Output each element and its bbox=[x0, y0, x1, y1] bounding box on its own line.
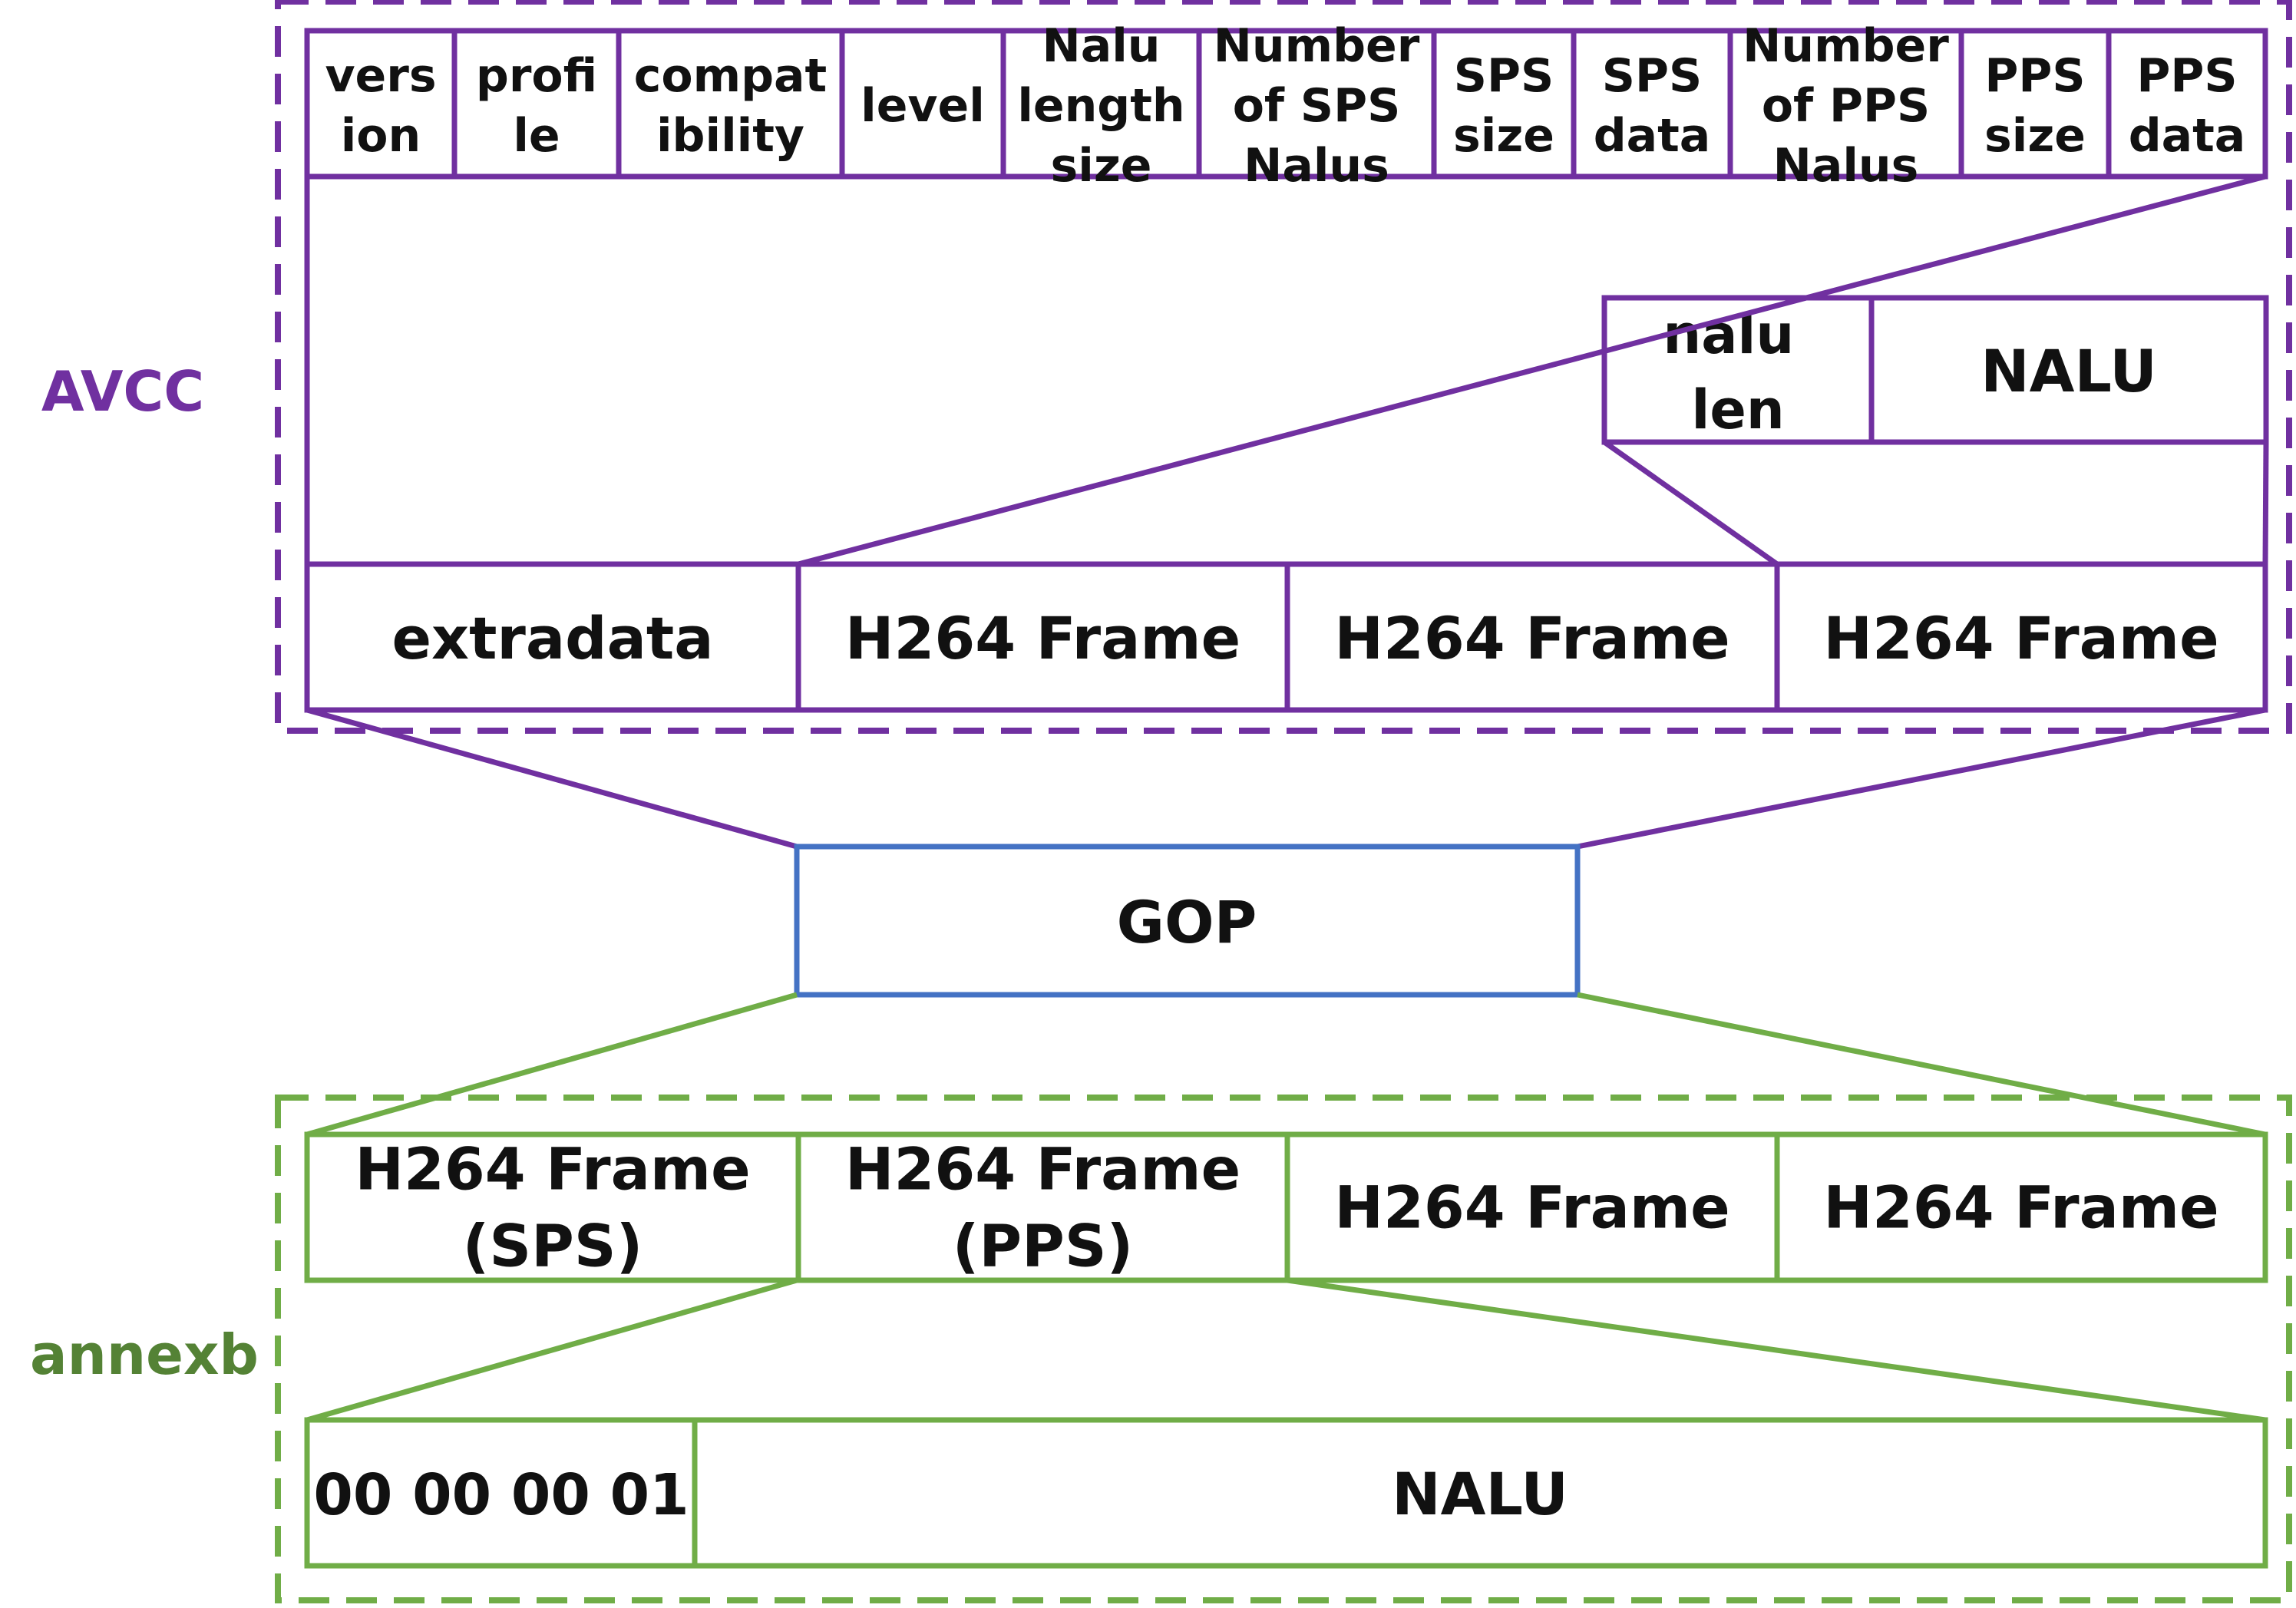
extradata-field-line-2: of PPS bbox=[1762, 79, 1930, 133]
nalu-len-line-1: nalu bbox=[1663, 303, 1794, 366]
extradata-field-line-2: data bbox=[2129, 109, 2246, 163]
extradata-field-line-2: length bbox=[1017, 79, 1184, 133]
annexb-h264-frame: H264 Frame (SPS) bbox=[355, 1135, 750, 1280]
extradata-fields-outline bbox=[304, 28, 2268, 180]
connector-gop-to-annexb-right bbox=[1577, 992, 2266, 1137]
annexb-h264-frame: H264 Frame bbox=[1334, 1174, 1729, 1242]
extradata-field-line-1: PPS bbox=[2136, 49, 2237, 103]
extradata-field: vers ion bbox=[325, 49, 436, 163]
annexb-frames-row: H264 Frame(SPS)H264 Frame(PPS)H264 Frame… bbox=[304, 1131, 2268, 1283]
extradata-field: Number of SPS Nalus bbox=[1214, 19, 1420, 193]
annexb-label: annexb bbox=[30, 1322, 259, 1387]
avcc-nalu-unit: nalu len NALU bbox=[1601, 295, 2269, 445]
connector-gop-to-annexb-left bbox=[306, 992, 798, 1137]
extradata-field-line-2: le bbox=[513, 109, 560, 163]
extradata-field-line-2: ion bbox=[341, 109, 421, 163]
annexb-h264-frame-line-2: (SPS) bbox=[463, 1212, 643, 1280]
extradata-block: extradata bbox=[392, 604, 714, 672]
extradata-field-line-1: profi bbox=[476, 49, 597, 103]
avcc-nalu-label: NALU bbox=[1981, 337, 2157, 405]
annexb-group: annexb H264 Frame(SPS)H264 Frame(PPS)H26… bbox=[30, 1095, 2292, 1603]
extradata-field-line-2: ibility bbox=[656, 109, 804, 163]
extradata-field: SPS size bbox=[1453, 49, 1554, 163]
extradata-field: PPS size bbox=[1984, 49, 2086, 163]
extradata-field-line-2: data bbox=[1594, 109, 1711, 163]
extradata-field: level bbox=[861, 79, 985, 133]
avcc-h264-frame: H264 Frame bbox=[845, 604, 1241, 672]
annexb-h264-frame: H264 Frame bbox=[1823, 1174, 2218, 1242]
avcc-nalu-unit-outline bbox=[1601, 295, 2269, 445]
connector-nalu-to-frame3-right bbox=[2262, 441, 2269, 565]
extradata-field-line-1: vers bbox=[325, 49, 436, 103]
extradata-field-line-1: level bbox=[861, 79, 985, 133]
annexb-nalu-label: NALU bbox=[1392, 1460, 1568, 1528]
extradata-field-line-1: SPS bbox=[1602, 49, 1702, 103]
annexb-h264-frame-line-2: (PPS) bbox=[953, 1212, 1134, 1280]
extradata-field-line-2: size bbox=[1984, 109, 2086, 163]
annexb-nalu-unit-outline bbox=[304, 1417, 2268, 1569]
annexb-h264-frame-line-1: H264 Frame bbox=[1823, 1174, 2218, 1242]
gop-label: GOP bbox=[1117, 888, 1257, 956]
extradata-field-line-2: of SPS bbox=[1233, 79, 1401, 133]
avcc-h264-frame: H264 Frame bbox=[1823, 604, 2218, 672]
avcc-h264-frame: H264 Frame bbox=[1334, 604, 1729, 672]
extradata-fields-row: vers ion profi le compat ibility level Nalu leng… bbox=[304, 19, 2268, 193]
annexb-nalu-unit: 00 00 00 01 NALU bbox=[304, 1417, 2268, 1569]
connector-avcc-right-to-gop bbox=[1577, 707, 2266, 850]
gop-outline bbox=[794, 844, 1581, 998]
extradata-field-line-3: Nalus bbox=[1773, 139, 1919, 193]
connector-nalulen-to-frame3-left bbox=[1602, 440, 1779, 566]
extradata-field: SPS data bbox=[1594, 49, 1711, 163]
extradata-field-line-3: Nalus bbox=[1244, 139, 1389, 193]
avcc-stream-row: extradata H264 Frame H264 Frame H264 Frame bbox=[304, 561, 2268, 713]
gop-box: GOP bbox=[794, 844, 1581, 998]
extradata-field-line-1: PPS bbox=[1984, 49, 2085, 103]
annexb-h264-frame-line-1: H264 Frame bbox=[1334, 1174, 1729, 1242]
annexb-h264-frame-line-1: H264 Frame bbox=[355, 1135, 750, 1204]
extradata-field: profi le bbox=[476, 49, 597, 163]
extradata-field-line-3: size bbox=[1051, 139, 1152, 193]
extradata-field: Nalu length size bbox=[1017, 19, 1184, 193]
extradata-field: compat ibility bbox=[634, 49, 827, 163]
extradata-field-line-1: Nalu bbox=[1042, 19, 1161, 73]
annexb-dashed-border bbox=[275, 1095, 2292, 1603]
avcc-dashed-border bbox=[275, 0, 2292, 734]
nalu-len-line-2: len bbox=[1691, 378, 1784, 441]
annexb-h264-frame-line-1: H264 Frame bbox=[845, 1135, 1241, 1204]
extradata-field: Number of PPS Nalus bbox=[1743, 19, 1949, 193]
nalu-len-label: nalu len bbox=[1663, 303, 1812, 441]
connector-pps-to-nalu-right bbox=[1287, 1277, 2266, 1423]
extradata-field-line-1: Number bbox=[1743, 19, 1949, 73]
extradata-field-line-2: size bbox=[1453, 109, 1554, 163]
extradata-field-line-1: Number bbox=[1214, 19, 1420, 73]
start-code-label: 00 00 00 01 bbox=[313, 1462, 689, 1528]
connector-pps-to-nalu-left bbox=[306, 1277, 798, 1423]
connector-ppsdata-to-frame1 bbox=[798, 173, 2266, 567]
connector-avcc-left-to-gop bbox=[306, 707, 798, 850]
extradata-field: PPS data bbox=[2129, 49, 2246, 163]
extradata-field-line-1: compat bbox=[634, 49, 827, 103]
annexb-h264-frame: H264 Frame (PPS) bbox=[845, 1135, 1241, 1280]
extradata-field-line-1: SPS bbox=[1454, 49, 1554, 103]
avcc-label: AVCC bbox=[41, 359, 204, 424]
